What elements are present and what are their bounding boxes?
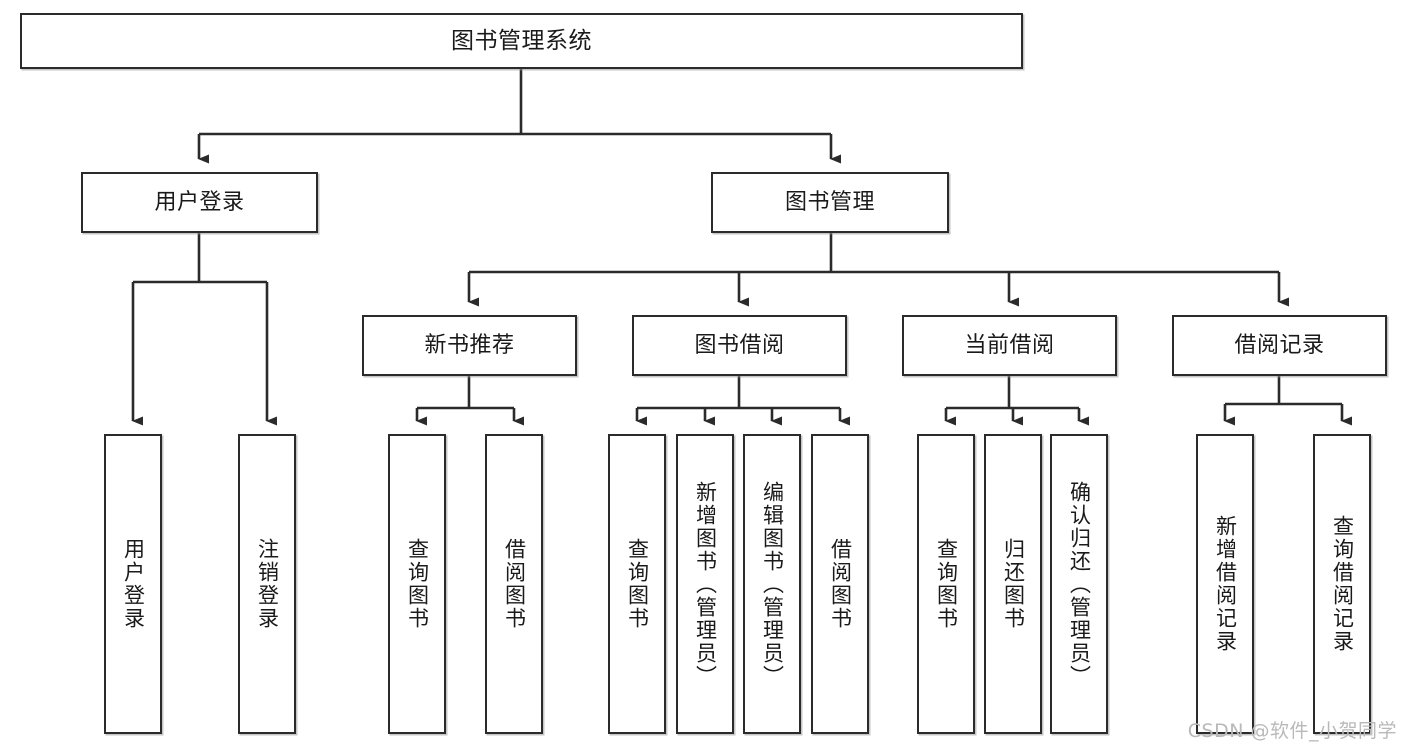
- node-leaf-borrow-book-1[interactable]: 借阅图书: [485, 434, 543, 734]
- node-new-book-recommend[interactable]: 新书推荐: [362, 315, 577, 376]
- node-leaf-query-book-1[interactable]: 查询图书: [388, 434, 446, 734]
- node-leaf-add-book[interactable]: 新增图书（管理员）: [676, 434, 734, 734]
- node-book-management[interactable]: 图书管理: [711, 172, 949, 233]
- node-leaf-query-book-2[interactable]: 查询图书: [608, 434, 666, 734]
- node-leaf-add-book-label: 新增图书（管理员）: [693, 480, 718, 688]
- node-user-login-label: 用户登录: [154, 189, 245, 215]
- node-current-borrow-label: 当前借阅: [964, 332, 1055, 358]
- node-leaf-query-book-3-label: 查询图书: [934, 538, 959, 630]
- node-leaf-query-record[interactable]: 查询借阅记录: [1313, 434, 1371, 734]
- node-book-management-label: 图书管理: [784, 189, 875, 215]
- node-leaf-borrow-book-2-label: 借阅图书: [828, 538, 853, 630]
- node-leaf-user-login-label: 用户登录: [121, 538, 146, 630]
- node-leaf-borrow-book-1-label: 借阅图书: [502, 538, 527, 630]
- node-leaf-borrow-book-2[interactable]: 借阅图书: [811, 434, 869, 734]
- node-leaf-query-book-2-label: 查询图书: [625, 538, 650, 630]
- node-leaf-return-book[interactable]: 归还图书: [984, 434, 1042, 734]
- node-leaf-edit-book-label: 编辑图书（管理员）: [760, 480, 785, 688]
- watermark-text: CSDN @软件_小贺同学: [1187, 720, 1397, 742]
- node-leaf-query-book-3[interactable]: 查询图书: [917, 434, 975, 734]
- node-root[interactable]: 图书管理系统: [20, 13, 1023, 69]
- node-book-borrow[interactable]: 图书借阅: [632, 315, 847, 376]
- node-current-borrow[interactable]: 当前借阅: [902, 315, 1117, 376]
- node-borrow-record[interactable]: 借阅记录: [1172, 315, 1387, 376]
- node-leaf-query-record-label: 查询借阅记录: [1330, 515, 1355, 653]
- node-user-login[interactable]: 用户登录: [81, 172, 318, 233]
- node-leaf-return-book-label: 归还图书: [1001, 538, 1026, 630]
- node-leaf-confirm-return-label: 确认归还（管理员）: [1067, 480, 1092, 688]
- node-new-book-recommend-label: 新书推荐: [424, 332, 515, 358]
- node-leaf-add-record[interactable]: 新增借阅记录: [1196, 434, 1254, 734]
- node-leaf-confirm-return[interactable]: 确认归还（管理员）: [1050, 434, 1108, 734]
- node-leaf-edit-book[interactable]: 编辑图书（管理员）: [743, 434, 801, 734]
- node-leaf-query-book-1-label: 查询图书: [405, 538, 430, 630]
- node-book-borrow-label: 图书借阅: [694, 332, 785, 358]
- node-leaf-user-logout[interactable]: 注销登录: [238, 434, 296, 734]
- node-leaf-add-record-label: 新增借阅记录: [1213, 515, 1238, 653]
- node-leaf-user-logout-label: 注销登录: [255, 538, 280, 630]
- node-root-label: 图书管理系统: [451, 27, 592, 54]
- node-borrow-record-label: 借阅记录: [1234, 332, 1325, 358]
- node-leaf-user-login[interactable]: 用户登录: [104, 434, 162, 734]
